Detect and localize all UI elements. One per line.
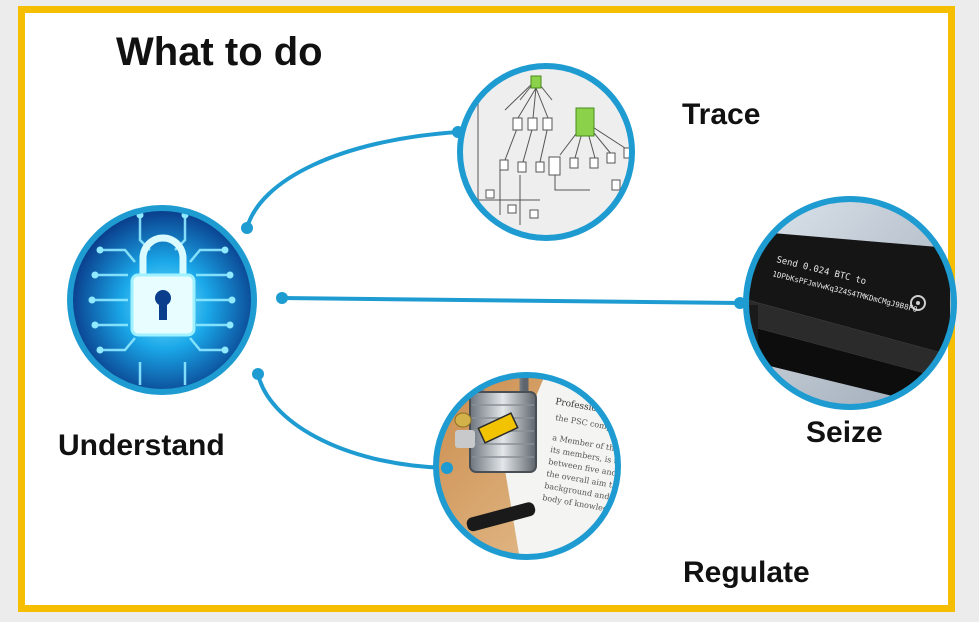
dot-understand-regulate <box>252 368 264 380</box>
dot-regulate <box>441 462 453 474</box>
dot-seize <box>734 297 746 309</box>
regulate-ring <box>433 372 621 560</box>
understand-image <box>70 208 254 392</box>
seize-image: Send 0.024 BTC to 1DPbKsPFJmVwKq3Z4S4TMK… <box>746 199 954 407</box>
connector-seize <box>281 296 741 305</box>
node-label-understand: Understand <box>58 429 225 462</box>
node-label-regulate: Regulate <box>683 556 810 589</box>
dot-trace <box>452 126 464 138</box>
trace-ring <box>457 63 635 241</box>
connector-regulate <box>256 373 448 470</box>
page-title: What to do <box>116 30 323 74</box>
node-label-seize: Seize <box>806 416 883 449</box>
trace-image <box>460 66 632 238</box>
node-label-trace: Trace <box>682 98 761 131</box>
dot-understand-trace <box>241 222 253 234</box>
understand-ring <box>67 205 257 395</box>
dot-understand-seize <box>276 292 288 304</box>
connector-trace <box>245 130 459 229</box>
